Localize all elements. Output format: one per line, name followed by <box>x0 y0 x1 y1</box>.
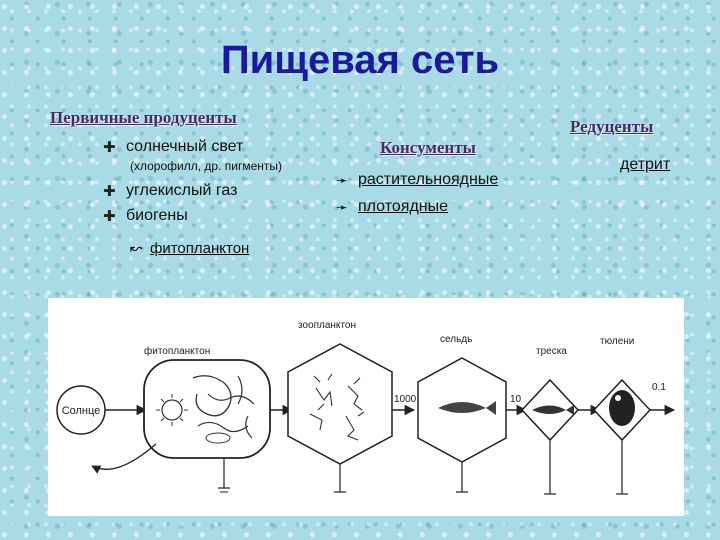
ratio-label-3: 0.1 <box>652 382 666 393</box>
script-arrow-icon: ↜ <box>130 240 143 257</box>
cod-node <box>520 378 580 442</box>
seals-label: тюлени <box>600 336 634 347</box>
plus-icon: ✚ <box>103 208 116 225</box>
zooplankton-label: зоопланктон <box>298 320 356 331</box>
reducers-heading: Редуценты <box>570 117 654 136</box>
consumer-item-herbivores: растительноядные <box>358 171 499 188</box>
phytoplankton-node <box>143 359 271 459</box>
producer-item-sunlight: солнечный свет <box>126 138 244 155</box>
arrow-bullet-icon: ➛ <box>336 199 348 215</box>
cod-label: треска <box>536 346 567 357</box>
plus-icon: ✚ <box>103 139 116 156</box>
herring-label: сельдь <box>440 334 472 345</box>
arrow-bullet-icon: ➛ <box>336 172 348 188</box>
herring-node <box>417 357 507 463</box>
reducer-item-detritus: детрит <box>620 156 671 173</box>
plus-icon: ✚ <box>103 183 116 200</box>
pigments-note: (хлорофилл, др. пигменты) <box>130 159 282 173</box>
seals-node <box>592 378 652 442</box>
sun-label: Солнце <box>62 405 101 417</box>
food-chain-svg: Солнце фитопланктон <box>56 320 676 495</box>
ratio-label-1: 1000 <box>394 394 417 405</box>
sun-node: Солнце <box>56 385 106 435</box>
producer-item-co2: углекислый газ <box>126 182 238 199</box>
ratio-label-2: 10 <box>510 394 522 405</box>
food-chain-diagram: Солнце фитопланктон <box>48 298 684 516</box>
producer-item-nutrients: биогены <box>126 207 188 224</box>
zooplankton-node <box>287 343 393 465</box>
producer-result: фитопланктон <box>150 240 250 257</box>
consumer-item-carnivores: плотоядные <box>358 198 449 215</box>
page-title: Пищевая сеть <box>220 38 500 82</box>
producers-heading: Первичные продуценты <box>50 108 237 127</box>
phytoplankton-label: фитопланктон <box>144 345 210 357</box>
consumers-heading: Консументы <box>380 138 476 157</box>
